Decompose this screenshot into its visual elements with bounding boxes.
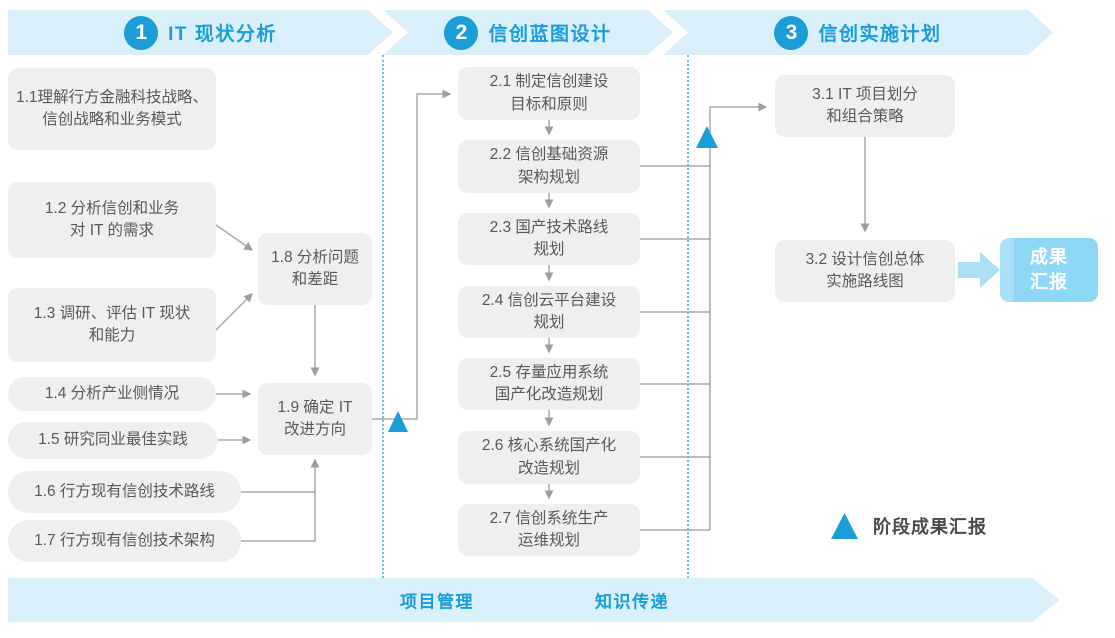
step-box-1-1-line1: 1.1理解行方金融科技战略、 xyxy=(15,88,209,106)
step-box-3-1: 3.1 IT 项目划分 和组合策略 xyxy=(775,75,955,137)
step-box-2-3-line1: 2.3 国产技术路线 xyxy=(489,218,609,236)
step-box-2-4: 2.4 信创云平台建设 规划 xyxy=(458,286,640,338)
connector-1-2-to-1-8 xyxy=(215,224,254,251)
step-box-2-7-line2: 运维规划 xyxy=(517,532,580,549)
step-box-1-2: 1.2 分析信创和业务 对 IT 的需求 xyxy=(8,182,216,258)
connector-collector-to-3-1 xyxy=(709,102,768,530)
phase-divider-1-2 xyxy=(382,55,384,578)
legend: 阶段成果汇报 xyxy=(831,512,987,539)
step-box-2-5-line2: 国产化改造规划 xyxy=(494,386,604,403)
phase-title-3: 信创实施计划 xyxy=(818,24,942,45)
step-box-2-5-line1: 2.5 存量应用系统 xyxy=(489,363,609,381)
footer-banner: 项目管理 知识传递 xyxy=(8,578,1060,622)
legend-triangle-icon xyxy=(831,513,858,539)
result-arrow xyxy=(958,252,1000,288)
phase-number-badge-1: 1 xyxy=(124,16,158,50)
result-report-box: 成果 汇报 xyxy=(1000,238,1098,302)
step-box-2-1: 2.1 制定信创建设 目标和原则 xyxy=(458,67,640,120)
step-box-2-2-line1: 2.2 信创基础资源 xyxy=(489,146,609,164)
step-box-2-6-line1: 2.6 核心系统国产化 xyxy=(481,437,617,455)
step-box-3-1-line2: 和组合策略 xyxy=(826,108,904,125)
step-box-1-4: 1.4 分析产业侧情况 xyxy=(8,377,216,411)
step-box-2-7-line1: 2.7 信创系统生产 xyxy=(489,509,609,527)
footer-label-project-management: 项目管理 xyxy=(400,592,474,612)
step-box-1-2-line1: 1.2 分析信创和业务 xyxy=(44,199,180,217)
connector-1-6-to-1-9 xyxy=(241,458,320,493)
step-box-2-6: 2.6 核心系统国产化 改造规划 xyxy=(458,431,640,484)
step-box-1-6-line1: 1.6 行方现有信创技术路线 xyxy=(34,482,215,500)
step-box-1-8: 1.8 分析问题 和差距 xyxy=(258,233,372,305)
phase-number-badge-3: 3 xyxy=(774,16,808,50)
step-box-1-3: 1.3 调研、评估 IT 现状 和能力 xyxy=(8,288,216,362)
step-box-1-1: 1.1理解行方金融科技战略、 信创战略和业务模式 xyxy=(8,68,216,150)
step-box-1-3-line1: 1.3 调研、评估 IT 现状 xyxy=(33,304,191,322)
footer-label-knowledge-transfer: 知识传递 xyxy=(595,592,669,612)
step-box-1-9: 1.9 确定 IT 改进方向 xyxy=(258,383,372,455)
phase-banner-2: 2 信创蓝图设计 xyxy=(383,10,673,55)
milestone-triangle-phase2 xyxy=(696,126,718,148)
phase-banner-3: 3 信创实施计划 xyxy=(663,10,1053,55)
step-box-2-3-line2: 规划 xyxy=(533,241,565,258)
step-box-1-8-line2: 和差距 xyxy=(291,271,339,288)
connector-1-7-to-1-9 xyxy=(241,492,316,542)
step-box-1-3-line2: 和能力 xyxy=(88,327,136,344)
step-box-3-2: 3.2 设计信创总体 实施路线图 xyxy=(775,240,955,302)
step-box-1-7-line1: 1.7 行方现有信创技术架构 xyxy=(34,531,215,549)
phase-divider-2-3 xyxy=(687,55,689,578)
phase-banner-1: 1 IT 现状分析 xyxy=(8,10,393,55)
step-box-2-1-line2: 目标和原则 xyxy=(510,95,588,113)
step-box-2-4-line2: 规划 xyxy=(533,314,565,331)
result-report-line1: 成果 xyxy=(1030,246,1068,267)
step-box-2-7: 2.7 信创系统生产 运维规划 xyxy=(458,504,640,556)
step-box-1-9-line2: 改进方向 xyxy=(283,421,346,438)
step-box-3-1-line1: 3.1 IT 项目划分 xyxy=(812,85,918,103)
step-box-2-3: 2.3 国产技术路线 规划 xyxy=(458,213,640,265)
step-box-2-1-line1: 2.1 制定信创建设 xyxy=(489,73,609,91)
legend-label: 阶段成果汇报 xyxy=(873,516,987,537)
step-box-1-5: 1.5 研究同业最佳实践 xyxy=(8,422,218,459)
milestone-triangle-phase1 xyxy=(388,411,408,432)
step-box-2-6-line2: 改造规划 xyxy=(517,459,580,477)
step-box-1-4-line1: 1.4 分析产业侧情况 xyxy=(44,384,180,402)
connector-1-3-to-1-8 xyxy=(215,293,253,331)
step-box-1-9-line1: 1.9 确定 IT xyxy=(277,398,353,416)
step-box-1-8-line1: 1.8 分析问题 xyxy=(271,248,359,266)
phase-title-2: 信创蓝图设计 xyxy=(488,24,612,45)
step-box-2-5: 2.5 存量应用系统 国产化改造规划 xyxy=(458,358,640,410)
phase-title-1: IT 现状分析 xyxy=(168,24,277,45)
step-box-1-6: 1.6 行方现有信创技术路线 xyxy=(8,471,241,513)
step-box-1-2-line2: 对 IT 的需求 xyxy=(69,222,155,239)
phase-number-badge-2: 2 xyxy=(444,16,478,50)
connector-lines xyxy=(215,89,870,542)
step-box-2-4-line1: 2.4 信创云平台建设 xyxy=(481,291,617,309)
step-box-3-2-line1: 3.2 设计信创总体 xyxy=(805,250,925,268)
step-box-1-5-line1: 1.5 研究同业最佳实践 xyxy=(38,431,188,449)
result-report-line2: 汇报 xyxy=(1030,272,1068,292)
step-box-2-2-line2: 架构规划 xyxy=(517,168,580,186)
step-box-1-1-line2: 信创战略和业务模式 xyxy=(42,111,182,128)
step-box-1-7: 1.7 行方现有信创技术架构 xyxy=(8,520,241,562)
step-box-2-2: 2.2 信创基础资源 架构规划 xyxy=(458,140,640,193)
step-box-3-2-line2: 实施路线图 xyxy=(826,273,904,290)
